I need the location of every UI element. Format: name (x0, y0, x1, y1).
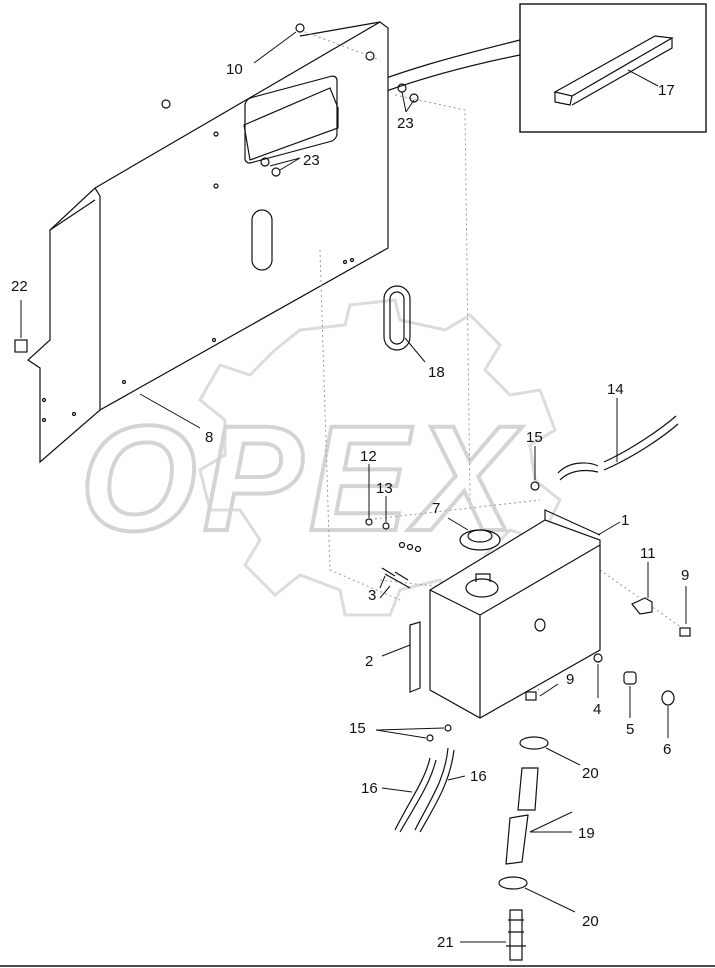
nut-22 (14, 300, 28, 353)
callout-14: 14 (607, 381, 624, 398)
callout-13: 13 (376, 480, 393, 497)
channel-strip-17 (553, 35, 674, 106)
callout-15a: 15 (526, 429, 543, 446)
callout-8: 8 (205, 429, 213, 446)
callout-5: 5 (626, 721, 634, 738)
inset-box (519, 3, 707, 133)
callout-17: 17 (658, 82, 675, 99)
callout-22: 22 (11, 278, 28, 295)
callout-4: 4 (593, 701, 601, 718)
handle-18 (383, 285, 426, 363)
sender-3 (379, 567, 411, 589)
hose-19 (505, 767, 573, 865)
bolt-9-right (679, 586, 691, 637)
callout-6: 6 (663, 741, 671, 758)
hose-14 (557, 398, 679, 481)
fuel-cap-7 (447, 517, 501, 551)
fitting-15-lower (375, 724, 452, 742)
callout-9b: 9 (566, 671, 574, 688)
nut-10 (161, 23, 305, 109)
callout-20b: 20 (582, 913, 599, 930)
callout-3: 3 (368, 587, 376, 604)
callout-19: 19 (578, 825, 595, 842)
watermark: OPEX (78, 298, 562, 617)
bolt-9-lower (525, 683, 559, 701)
washers-23 (260, 83, 419, 177)
callout-9a: 9 (681, 567, 689, 584)
callout-1: 1 (621, 512, 629, 529)
callout-10: 10 (226, 61, 243, 78)
callout-labels: 1 2 3 4 5 6 7 8 9 9 10 11 12 13 14 15 15… (11, 61, 689, 951)
callout-18: 18 (428, 364, 445, 381)
callout-21: 21 (437, 934, 454, 951)
callout-11: 11 (640, 545, 656, 562)
fuel-tank-1 (429, 509, 601, 719)
callout-20a: 20 (582, 765, 599, 782)
side-panel-8 (27, 21, 389, 464)
callout-23b: 23 (397, 115, 414, 132)
callout-7: 7 (432, 500, 440, 517)
callout-15b: 15 (349, 720, 366, 737)
callout-16b: 16 (470, 768, 487, 785)
fitting-15-upper (530, 446, 540, 491)
callout-12: 12 (360, 448, 377, 465)
parts-4-5-6 (593, 653, 675, 738)
callout-16a: 16 (361, 780, 378, 797)
fuel-lines-16 (381, 747, 466, 833)
barb-fitting-21 (460, 909, 526, 961)
callout-23a: 23 (303, 152, 320, 169)
bracket-2 (409, 621, 421, 693)
clamp-20-lower (498, 876, 576, 913)
clamp-20-upper (519, 736, 581, 766)
watermark-text: OPEX (80, 394, 523, 562)
clip-11 (631, 562, 653, 615)
callout-2: 2 (365, 653, 373, 670)
grommets-12-13 (365, 464, 422, 553)
